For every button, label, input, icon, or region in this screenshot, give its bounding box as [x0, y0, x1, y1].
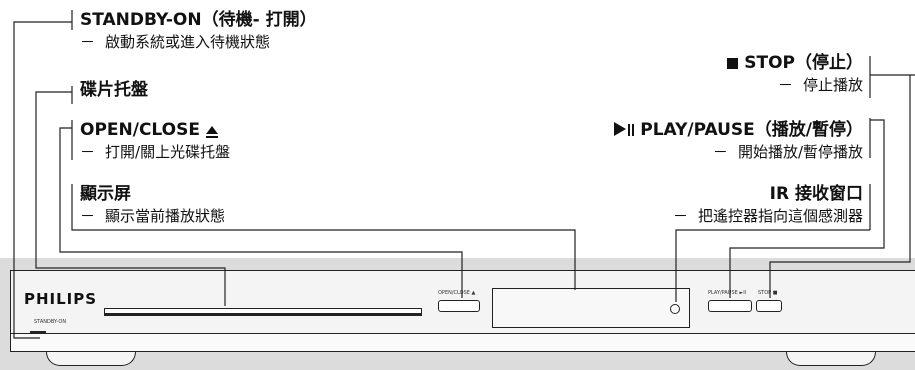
callout-play-pause-desc-text: 開始播放/暫停播放 — [737, 143, 863, 161]
play-icon — [614, 122, 627, 136]
open-close-label: OPEN/CLOSE ▲ — [438, 290, 476, 296]
callout-open-close-desc-text: 打開/關上光碟托盤 — [105, 143, 231, 161]
callout-display-title: 顯示屏 — [80, 184, 131, 204]
callout-display-desc-text: 顯示當前播放狀態 — [105, 207, 226, 225]
callout-display-desc: － 顯示當前播放狀態 — [80, 209, 225, 224]
callout-tray-title: 碟片托盤 — [80, 80, 148, 100]
dash: － — [80, 207, 96, 225]
stop-label: STOP ■ — [758, 290, 778, 296]
callout-play-pause-desc: － 開始播放/暫停播放 — [614, 145, 863, 160]
callout-stop-title: STOP（停止） — [727, 55, 863, 72]
leader-display — [71, 184, 576, 290]
leader-stop — [769, 56, 915, 298]
callout-stop-title-text: STOP（停止） — [744, 53, 863, 73]
stop-button[interactable] — [756, 300, 782, 312]
callout-stop-desc: － 停止播放 — [727, 78, 863, 93]
dash: － — [80, 143, 96, 161]
callout-open-close-desc: － 打開/關上光碟托盤 — [80, 145, 230, 160]
callout-stop: STOP（停止） － 停止播放 — [727, 55, 863, 93]
callout-play-pause-title-text: PLAY/PAUSE（播放/暫停） — [640, 120, 863, 140]
ir-sensor — [670, 304, 680, 314]
callout-ir-desc: － 把遙控器指向這個感測器 — [673, 209, 863, 224]
callout-tray: 碟片托盤 — [80, 82, 148, 99]
brand-logo: PHILIPS — [24, 290, 98, 308]
callout-open-close-title: OPEN/CLOSE — [80, 122, 230, 139]
callout-standby-desc: － 啟動系統或進入待機狀態 — [80, 35, 317, 50]
pause-icon — [628, 124, 635, 136]
leader-open-close — [59, 120, 463, 298]
leader-play-pause — [729, 118, 885, 298]
callout-standby-desc-text: 啟動系統或進入待機狀態 — [105, 33, 271, 51]
standby-button[interactable] — [30, 331, 46, 334]
callout-open-close-title-text: OPEN/CLOSE — [80, 120, 200, 140]
callout-stop-desc-text: 停止播放 — [802, 76, 863, 94]
eject-icon — [205, 126, 218, 138]
callout-standby-title: STANDBY-ON（待機- 打開） — [80, 10, 317, 30]
dash: － — [777, 76, 793, 94]
callout-open-close: OPEN/CLOSE － 打開/關上光碟托盤 — [80, 122, 230, 160]
disc-tray[interactable] — [104, 308, 422, 316]
device-base — [10, 334, 915, 352]
callout-ir: IR 接收窗口 － 把遙控器指向這個感測器 — [673, 186, 863, 224]
leader-tray — [35, 86, 226, 306]
display-window — [492, 288, 690, 328]
dash: － — [672, 207, 688, 225]
callout-ir-desc-text: 把遙控器指向這個感測器 — [697, 207, 863, 225]
callout-display: 顯示屏 － 顯示當前播放狀態 — [80, 186, 225, 224]
callout-play-pause: PLAY/PAUSE（播放/暫停） － 開始播放/暫停播放 — [614, 122, 863, 160]
callout-play-pause-title: PLAY/PAUSE（播放/暫停） — [614, 122, 863, 139]
leader-ir — [675, 184, 871, 302]
leader-standby — [13, 10, 73, 339]
callout-ir-title: IR 接收窗口 — [769, 184, 863, 204]
play-pause-button[interactable] — [708, 300, 752, 312]
open-close-button[interactable] — [438, 300, 480, 312]
stop-icon — [727, 58, 739, 69]
callout-standby: STANDBY-ON（待機- 打開） － 啟動系統或進入待機狀態 — [80, 12, 317, 50]
dash: － — [80, 33, 96, 51]
play-pause-label: PLAY/PAUSE ►II — [708, 290, 747, 296]
standby-label: STANDBY-ON — [34, 319, 67, 325]
dash: － — [712, 143, 728, 161]
